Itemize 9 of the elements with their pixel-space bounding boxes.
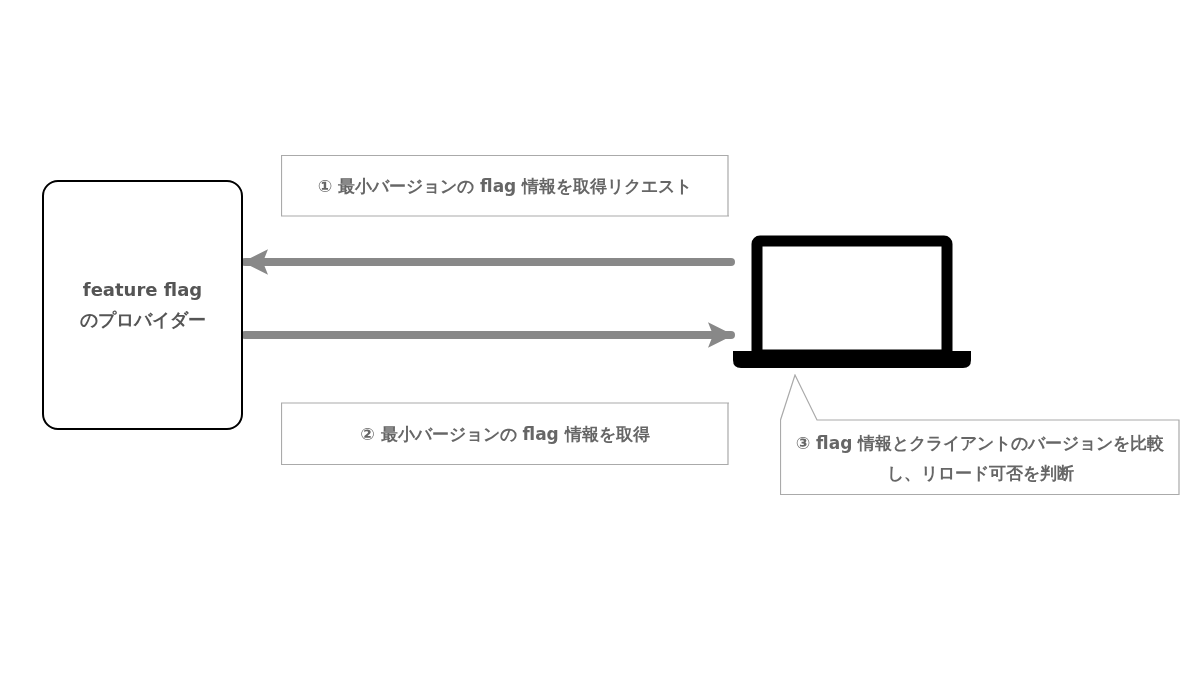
provider-box [42, 180, 243, 430]
bubble-text: ③ flag 情報とクライアントのバージョンを比較し、リロード可否を判断 [794, 431, 1166, 485]
box-label: feature flag のプロバイダー [78, 278, 207, 332]
arrow [241, 249, 735, 275]
arrow [241, 322, 735, 348]
bubble-text: ② 最小バージョンの flag 情報を取得 [359, 423, 651, 446]
bubble-text: ① 最小バージョンの flag 情報を取得リクエスト [316, 174, 694, 198]
speech-bubble [780, 374, 1180, 495]
laptop-icon [733, 234, 971, 368]
